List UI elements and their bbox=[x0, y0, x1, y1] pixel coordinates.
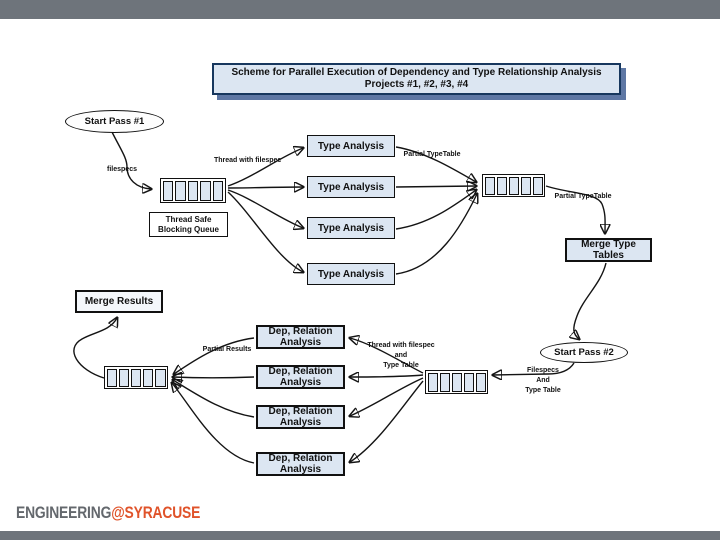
queue-cell bbox=[106, 368, 117, 387]
blocking-queue-4 bbox=[104, 366, 168, 389]
diagram-title: Scheme for Parallel Execution of Depende… bbox=[212, 63, 621, 95]
filespecs-and-line3: Type Table bbox=[525, 387, 561, 394]
node-dep-relation-analysis-1: Dep, Relation Analysis bbox=[256, 325, 345, 349]
queue-cell bbox=[175, 180, 186, 201]
queue-cell bbox=[463, 372, 474, 392]
node-type-analysis-1: Type Analysis bbox=[307, 135, 395, 157]
diagram-title-line1: Scheme for Parallel Execution of Depende… bbox=[231, 67, 602, 78]
queue-cell bbox=[200, 180, 211, 201]
edge-dep4-to-queue4 bbox=[172, 383, 255, 464]
thread-filespec-line3: Type Table bbox=[383, 362, 419, 369]
queue-cell bbox=[118, 368, 129, 387]
edge-label-partial-typetable-right: Partial TypeTable bbox=[554, 193, 612, 200]
logo-text-gray: ENGINEERING bbox=[16, 504, 112, 522]
thread-filespec-line2: and bbox=[394, 352, 408, 359]
top-frame-bar bbox=[0, 0, 720, 19]
node-merge-results: Merge Results bbox=[75, 290, 163, 313]
merge-type-tables-line2: Tables bbox=[593, 250, 624, 261]
edge-label-thread-filespec-type-table: Thread with filespec and Type Table bbox=[355, 341, 447, 371]
dep-relation-4-line1: Dep, Relation bbox=[268, 453, 333, 464]
engineering-syracuse-logo: ENGINEERING@SYRACUSE bbox=[16, 504, 200, 523]
queue-cell bbox=[162, 180, 174, 201]
edge-queue1-to-type2 bbox=[227, 187, 303, 188]
filespecs-and-line2: And bbox=[536, 377, 550, 384]
queue-cell bbox=[212, 180, 224, 201]
blocking-queue-caption-line1: Thread Safe bbox=[165, 215, 212, 224]
node-type-analysis-3: Type Analysis bbox=[307, 217, 395, 239]
merge-type-tables-line1: Merge Type bbox=[581, 239, 636, 250]
blocking-queue-2 bbox=[482, 174, 545, 197]
queue-cell bbox=[451, 372, 462, 392]
thread-filespec-line1: Thread with filespec bbox=[367, 342, 435, 349]
edge-label-filespecs-and-type-table: Filespecs And Type Table bbox=[513, 366, 573, 396]
queue-cell bbox=[484, 176, 495, 195]
filespecs-and-line1: Filespecs bbox=[527, 367, 559, 374]
dep-relation-1-line2: Analysis bbox=[279, 337, 322, 348]
queue-cell bbox=[508, 176, 519, 195]
node-start-pass-1: Start Pass #1 bbox=[65, 110, 164, 133]
edge-dep3-to-queue4 bbox=[173, 380, 255, 418]
queue-cell bbox=[155, 368, 166, 387]
bottom-frame-bar bbox=[0, 531, 720, 540]
edge-label-partial-typetable-top: Partial TypeTable bbox=[403, 151, 461, 158]
label-thread-safe-blocking-queue: Thread Safe Blocking Queue bbox=[149, 212, 228, 237]
node-start-pass-2: Start Pass #2 bbox=[540, 342, 628, 363]
edge-queue3-to-dep2 bbox=[350, 375, 424, 377]
dep-relation-2-line2: Analysis bbox=[279, 377, 322, 388]
dep-relation-4-line2: Analysis bbox=[279, 464, 322, 475]
queue-cell bbox=[496, 176, 507, 195]
edge-label-partial-results: Partial Results bbox=[202, 346, 252, 353]
queue-cell bbox=[427, 372, 438, 392]
queue-cell bbox=[187, 180, 199, 201]
dep-relation-1-line1: Dep, Relation bbox=[268, 326, 333, 337]
blocking-queue-3 bbox=[425, 370, 488, 394]
node-dep-relation-analysis-2: Dep, Relation Analysis bbox=[256, 365, 345, 389]
edge-type3-to-queue2 bbox=[395, 190, 476, 230]
node-type-analysis-2: Type Analysis bbox=[307, 176, 395, 198]
edge-type4-to-queue2 bbox=[395, 194, 477, 275]
edge-label-thread-with-filespec: Thread with filespec bbox=[214, 157, 282, 164]
node-type-analysis-4: Type Analysis bbox=[307, 263, 395, 285]
dep-relation-3-line1: Dep, Relation bbox=[268, 406, 333, 417]
edge-label-filespecs: filespecs bbox=[107, 166, 137, 173]
queue-cell bbox=[520, 176, 531, 195]
queue-cell bbox=[475, 372, 486, 392]
queue-cell bbox=[130, 368, 142, 387]
edge-dep2-to-queue4 bbox=[173, 377, 255, 378]
edge-queue1-to-type3 bbox=[227, 189, 303, 228]
edge-dep1-to-queue4 bbox=[174, 337, 255, 374]
edge-queue1-to-type4 bbox=[227, 191, 303, 272]
dep-relation-2-line1: Dep, Relation bbox=[268, 366, 333, 377]
node-dep-relation-analysis-3: Dep, Relation Analysis bbox=[256, 405, 345, 429]
blocking-queue-caption-line2: Blocking Queue bbox=[158, 224, 219, 234]
edge-queue3-to-dep3 bbox=[350, 377, 424, 416]
dep-relation-3-line2: Analysis bbox=[279, 417, 322, 428]
edge-startpass1-to-queue1 bbox=[111, 131, 151, 189]
node-dep-relation-analysis-4: Dep, Relation Analysis bbox=[256, 452, 345, 476]
edge-type2-to-queue2 bbox=[395, 186, 476, 187]
queue-cell bbox=[143, 368, 154, 387]
edge-queue3-to-dep4 bbox=[350, 380, 424, 462]
edge-mergetype-to-startpass2 bbox=[574, 262, 607, 339]
queue-cell bbox=[439, 372, 450, 392]
node-merge-type-tables: Merge Type Tables bbox=[565, 238, 652, 262]
queue-cell bbox=[532, 176, 543, 195]
diagram-title-line2: Projects #1, #2, #3, #4 bbox=[364, 79, 469, 90]
blocking-queue-1 bbox=[160, 178, 226, 203]
logo-text-orange: @SYRACUSE bbox=[111, 504, 201, 522]
edge-queue1-to-type1 bbox=[227, 148, 303, 187]
